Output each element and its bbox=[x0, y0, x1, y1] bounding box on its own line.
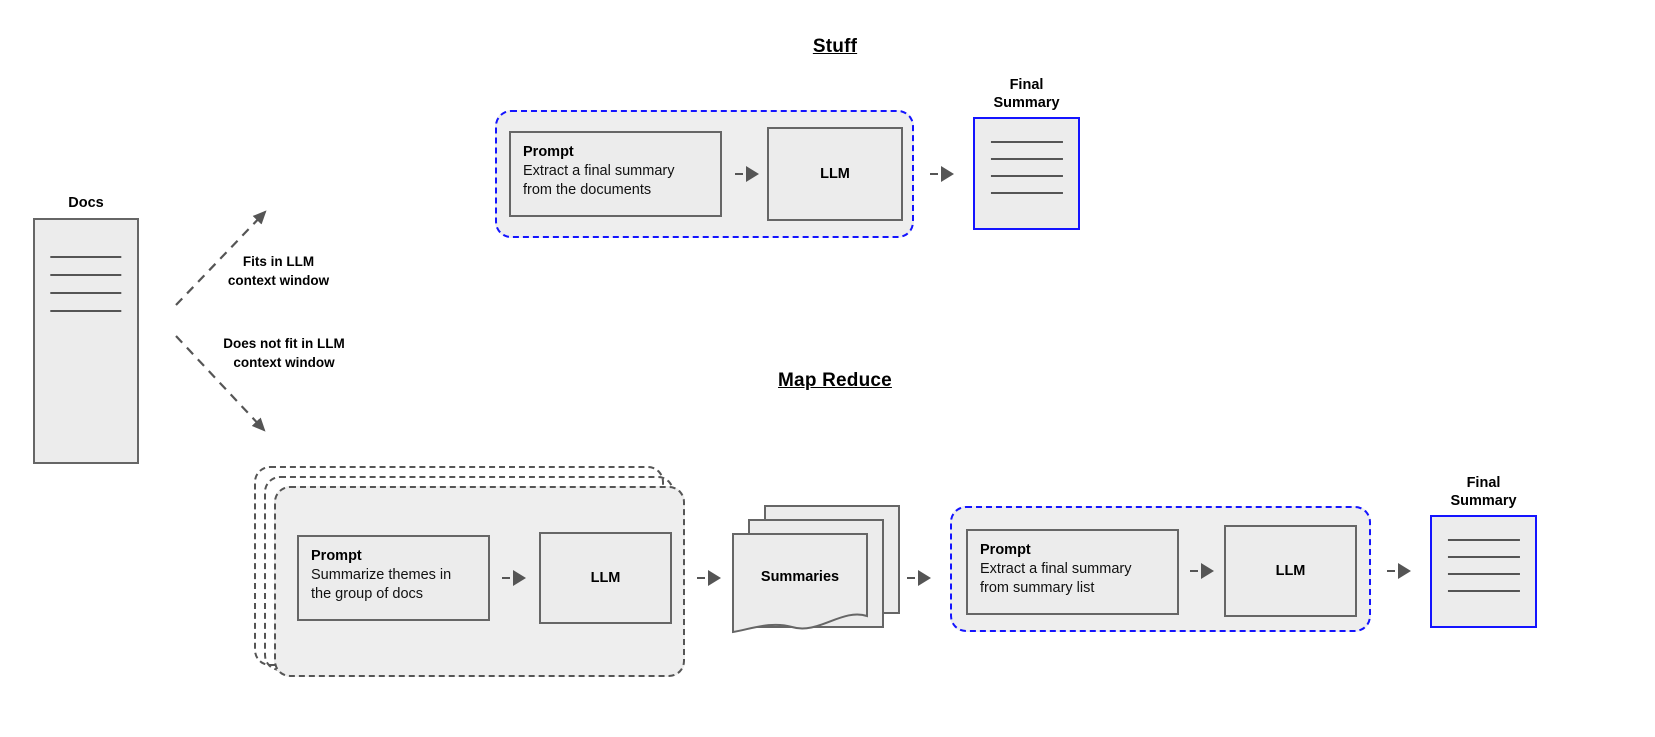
docs-document bbox=[33, 218, 139, 464]
reduce-arrow-to-final-summary bbox=[1387, 563, 1411, 579]
reduce-prompt-body-line1: Extract a final summary bbox=[980, 561, 1132, 577]
arrow-head-icon bbox=[1398, 563, 1411, 579]
doc-line bbox=[50, 256, 122, 258]
arrow-stem bbox=[930, 173, 938, 175]
stuff-arrow-prompt-to-llm bbox=[735, 166, 759, 182]
stuff-llm-box: LLM bbox=[767, 127, 903, 221]
stuff-arrow-llm-to-summary bbox=[930, 166, 954, 182]
map-llm-label: LLM bbox=[590, 570, 621, 586]
doc-line bbox=[50, 292, 122, 294]
branch-label-fits-line1: Fits in LLM bbox=[242, 254, 315, 269]
summaries-label: Summaries bbox=[760, 569, 840, 585]
mapreduce-final-summary-caption: Final Summary bbox=[1425, 474, 1542, 510]
arrow-stem bbox=[1190, 570, 1198, 572]
arrow-head-icon bbox=[708, 570, 721, 586]
stuff-llm-label: LLM bbox=[820, 166, 850, 182]
map-arrow-to-summaries bbox=[697, 570, 721, 586]
doc-line bbox=[1447, 590, 1520, 592]
summaries-label-wrap: Summaries bbox=[733, 568, 867, 586]
map-prompt-body-line1: Summarize themes in bbox=[311, 567, 452, 583]
map-prompt-box: Prompt Summarize themes in the group of … bbox=[297, 535, 490, 621]
arrow-stem bbox=[1387, 570, 1395, 572]
stuff-prompt-body-line1: Extract a final summary bbox=[523, 163, 675, 179]
map-prompt-title: Prompt bbox=[311, 548, 362, 564]
branch-label-does-not-fit: Does not fit in LLM context window bbox=[208, 334, 360, 372]
reduce-prompt-box: Prompt Extract a final summary from summ… bbox=[966, 529, 1179, 615]
stuff-final-summary-document bbox=[973, 117, 1080, 230]
doc-line bbox=[990, 141, 1063, 143]
reduce-llm-box: LLM bbox=[1224, 525, 1357, 617]
section-title-map-reduce: Map Reduce bbox=[778, 370, 892, 391]
arrow-head-icon bbox=[918, 570, 931, 586]
arrow-head-icon bbox=[513, 570, 526, 586]
summaries-stack bbox=[732, 505, 900, 634]
doc-line bbox=[50, 310, 122, 312]
caption-line1: Final bbox=[1009, 77, 1044, 93]
arrow-stem bbox=[502, 577, 510, 579]
summaries-sheet-front bbox=[732, 533, 868, 634]
doc-line bbox=[1447, 539, 1520, 541]
arrow-stem bbox=[907, 577, 915, 579]
stuff-prompt-title: Prompt bbox=[523, 144, 574, 160]
docs-caption: Docs bbox=[68, 195, 104, 211]
reduce-prompt-title: Prompt bbox=[980, 542, 1031, 558]
mapreduce-final-summary-document bbox=[1430, 515, 1537, 628]
stuff-prompt-box: Prompt Extract a final summary from the … bbox=[509, 131, 722, 217]
caption-line1: Final bbox=[1466, 475, 1501, 491]
arrow-stem bbox=[697, 577, 705, 579]
caption-line2: Summary bbox=[993, 95, 1060, 111]
reduce-arrow-prompt-to-llm bbox=[1190, 563, 1214, 579]
arrow-summaries-to-reduce bbox=[907, 570, 931, 586]
arrow-head-icon bbox=[1201, 563, 1214, 579]
map-llm-box: LLM bbox=[539, 532, 672, 624]
arrow-stem bbox=[735, 173, 743, 175]
section-title-stuff: Stuff bbox=[812, 36, 858, 57]
doc-line bbox=[990, 158, 1063, 160]
reduce-llm-label: LLM bbox=[1275, 563, 1306, 579]
doc-line bbox=[1447, 573, 1520, 575]
map-prompt-body-line2: the group of docs bbox=[311, 586, 424, 602]
arrow-head-icon bbox=[746, 166, 759, 182]
final-summary-lines bbox=[1447, 539, 1520, 592]
doc-line bbox=[990, 192, 1063, 194]
doc-line bbox=[1447, 556, 1520, 558]
doc-line bbox=[990, 175, 1063, 177]
branch-label-fits-line2: context window bbox=[227, 273, 330, 288]
branch-label-does-not-fit-line2: context window bbox=[233, 355, 335, 370]
stuff-final-summary-caption: Final Summary bbox=[968, 76, 1085, 112]
caption-line2: Summary bbox=[1450, 493, 1517, 509]
stuff-prompt-body-line2: from the documents bbox=[523, 182, 652, 198]
docs-text-lines bbox=[50, 256, 122, 328]
branch-label-fits: Fits in LLM context window bbox=[212, 252, 345, 290]
arrow-head-icon bbox=[941, 166, 954, 182]
map-arrow-prompt-to-llm bbox=[502, 570, 526, 586]
final-summary-lines bbox=[990, 141, 1063, 194]
doc-line bbox=[50, 274, 122, 276]
branch-label-does-not-fit-line1: Does not fit in LLM bbox=[223, 336, 345, 351]
reduce-prompt-body-line2: from summary list bbox=[980, 580, 1095, 596]
